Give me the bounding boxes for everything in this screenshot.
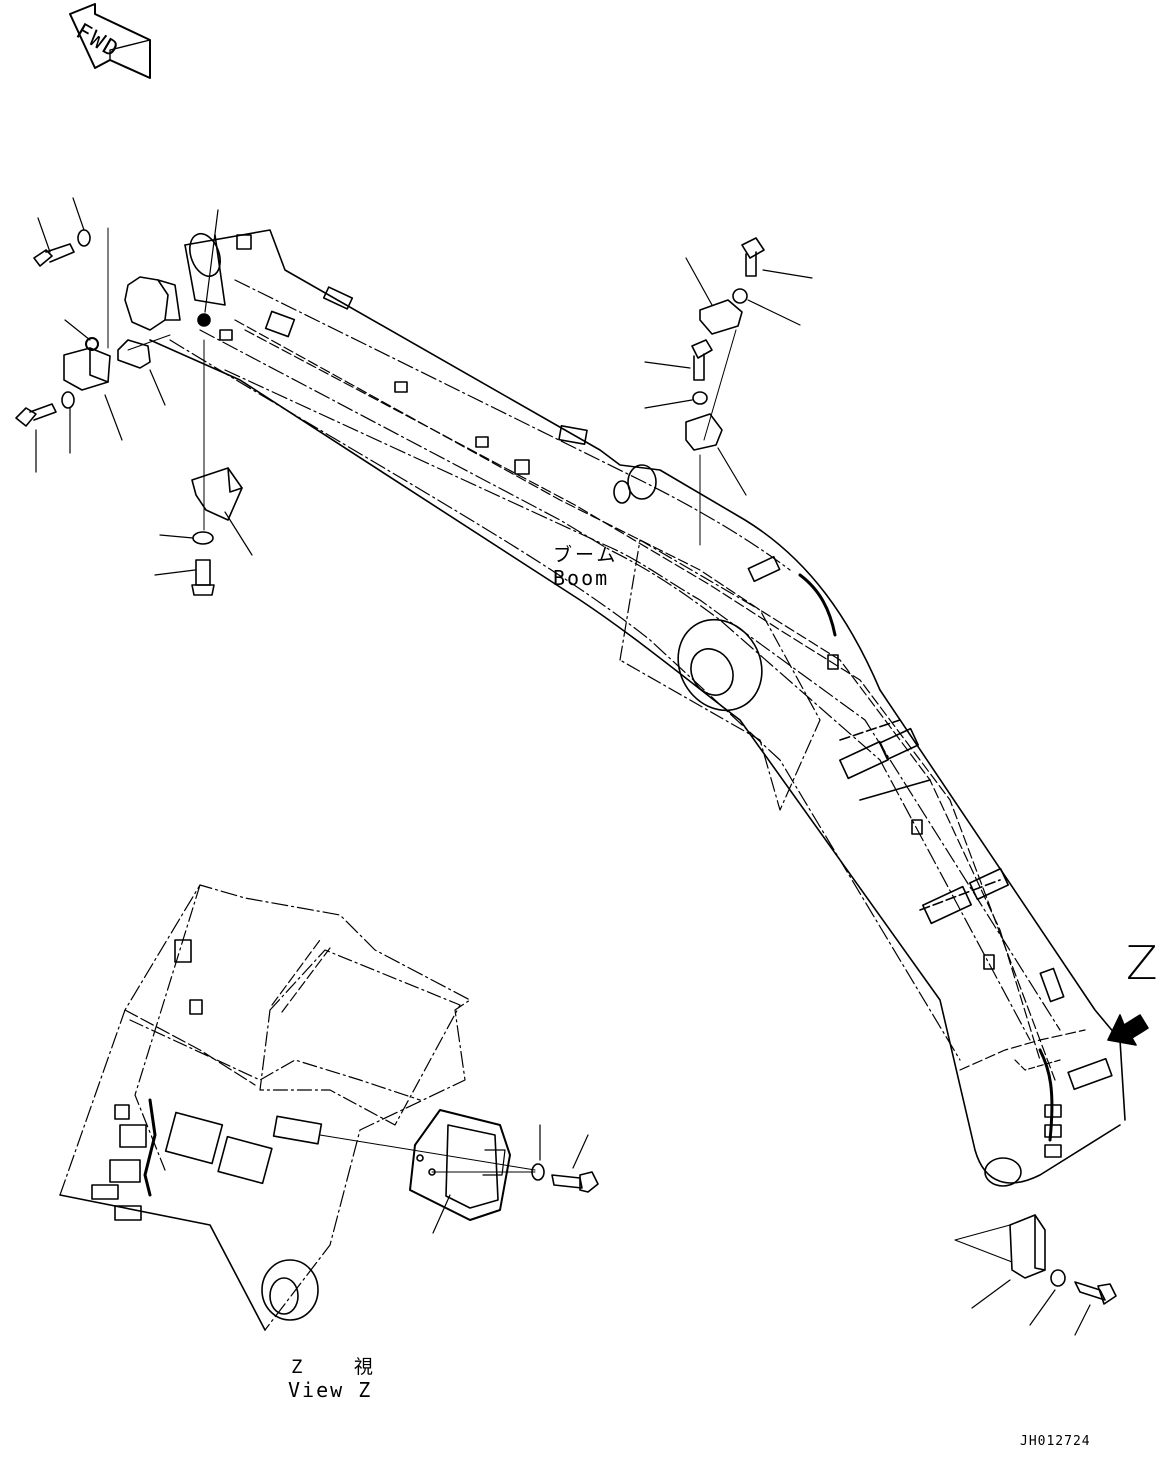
view-z-title-en: View Z	[288, 1378, 373, 1402]
view-z-detail	[59, 884, 599, 1331]
boom-label-ja: ブーム	[553, 544, 619, 566]
hose-clamps	[219, 234, 1113, 1158]
boom-lamp	[124, 276, 211, 331]
parts-cluster-right	[644, 237, 813, 546]
view-z-arrow-icon	[1107, 1014, 1149, 1046]
view-z-marker: Z	[1126, 936, 1158, 990]
lamp-bracket-parts	[154, 339, 253, 596]
fwd-arrow-icon	[69, 3, 151, 79]
view-z-title-ja: Z 視	[291, 1356, 393, 1378]
boom-label-en: Boom	[553, 566, 610, 590]
drawing-code: JH012724	[1020, 1434, 1091, 1449]
parts-cluster-left	[15, 197, 219, 473]
boom-outline	[149, 229, 1126, 1187]
parts-cluster-tip	[954, 1214, 1117, 1336]
